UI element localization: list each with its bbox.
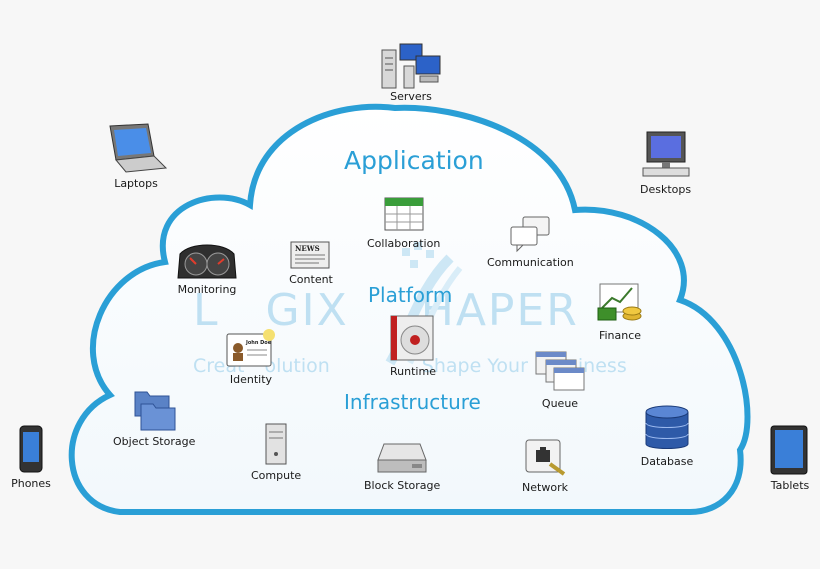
identity-label: Identity bbox=[229, 373, 273, 386]
app-communication[interactable]: Communication bbox=[487, 215, 574, 269]
layer-title-application: Application bbox=[344, 146, 484, 175]
news-text: NEWS bbox=[295, 244, 320, 253]
finance-chart-icon bbox=[597, 283, 642, 321]
app-content[interactable]: NEWS Content bbox=[289, 240, 333, 286]
network-port-icon bbox=[525, 439, 566, 476]
chat-bubbles-icon bbox=[510, 216, 550, 253]
platform-runtime[interactable]: Runtime bbox=[388, 314, 438, 378]
servers-icon bbox=[381, 43, 441, 89]
queue-label: Queue bbox=[541, 397, 579, 410]
phones-label: Phones bbox=[11, 477, 51, 490]
database-icon bbox=[645, 405, 689, 449]
gauge-icon bbox=[177, 244, 237, 279]
phone-icon bbox=[19, 425, 43, 473]
compute-label: Compute bbox=[251, 469, 302, 482]
database-label: Database bbox=[640, 455, 694, 468]
hard-drive-icon bbox=[377, 443, 427, 473]
platform-identity[interactable]: John Doe Identity bbox=[225, 328, 277, 386]
id-card-icon: John Doe bbox=[226, 329, 275, 367]
infra-compute[interactable]: Compute bbox=[251, 422, 301, 482]
infra-object-storage[interactable]: Object Storage bbox=[113, 388, 195, 448]
monitoring-label: Monitoring bbox=[177, 283, 237, 296]
network-label: Network bbox=[522, 481, 568, 494]
collaboration-label: Collaboration bbox=[367, 237, 441, 250]
infra-database[interactable]: Database bbox=[640, 404, 694, 468]
object-storage-label: Object Storage bbox=[113, 435, 196, 448]
tablet-icon bbox=[770, 425, 808, 475]
layer-title-platform: Platform bbox=[368, 283, 453, 307]
laptop-icon bbox=[109, 123, 168, 173]
server-tower-icon bbox=[265, 423, 287, 465]
communication-label: Communication bbox=[487, 256, 574, 269]
tablets-label: Tablets bbox=[770, 479, 810, 492]
folders-icon bbox=[134, 391, 176, 431]
client-desktops[interactable]: Desktops bbox=[640, 130, 691, 196]
layer-title-infrastructure: Infrastructure bbox=[344, 390, 481, 414]
runtime-label: Runtime bbox=[390, 365, 436, 378]
client-laptops[interactable]: Laptops bbox=[104, 122, 168, 190]
content-label: Content bbox=[289, 273, 333, 286]
laptops-label: Laptops bbox=[114, 177, 158, 190]
client-servers[interactable]: Servers bbox=[378, 42, 444, 103]
queue-windows-icon bbox=[535, 351, 585, 391]
id-card-name-text: John Doe bbox=[245, 340, 272, 346]
client-tablets[interactable]: Tablets bbox=[767, 424, 813, 492]
app-monitoring[interactable]: Monitoring bbox=[176, 240, 238, 296]
infra-block-storage[interactable]: Block Storage bbox=[364, 440, 440, 492]
desktops-label: Desktops bbox=[640, 183, 692, 196]
finance-label: Finance bbox=[598, 329, 642, 342]
block-storage-label: Block Storage bbox=[364, 479, 441, 492]
app-collaboration[interactable]: Collaboration bbox=[367, 194, 440, 250]
app-finance[interactable]: Finance bbox=[594, 282, 646, 342]
desktop-icon bbox=[642, 131, 690, 177]
calendar-icon bbox=[384, 197, 424, 231]
newspaper-icon: NEWS bbox=[290, 241, 330, 269]
runtime-disc-icon bbox=[390, 315, 434, 361]
platform-queue[interactable]: Queue bbox=[534, 350, 586, 410]
infra-network[interactable]: Network bbox=[522, 438, 568, 494]
servers-label: Servers bbox=[390, 90, 432, 103]
client-phones[interactable]: Phones bbox=[8, 424, 54, 490]
